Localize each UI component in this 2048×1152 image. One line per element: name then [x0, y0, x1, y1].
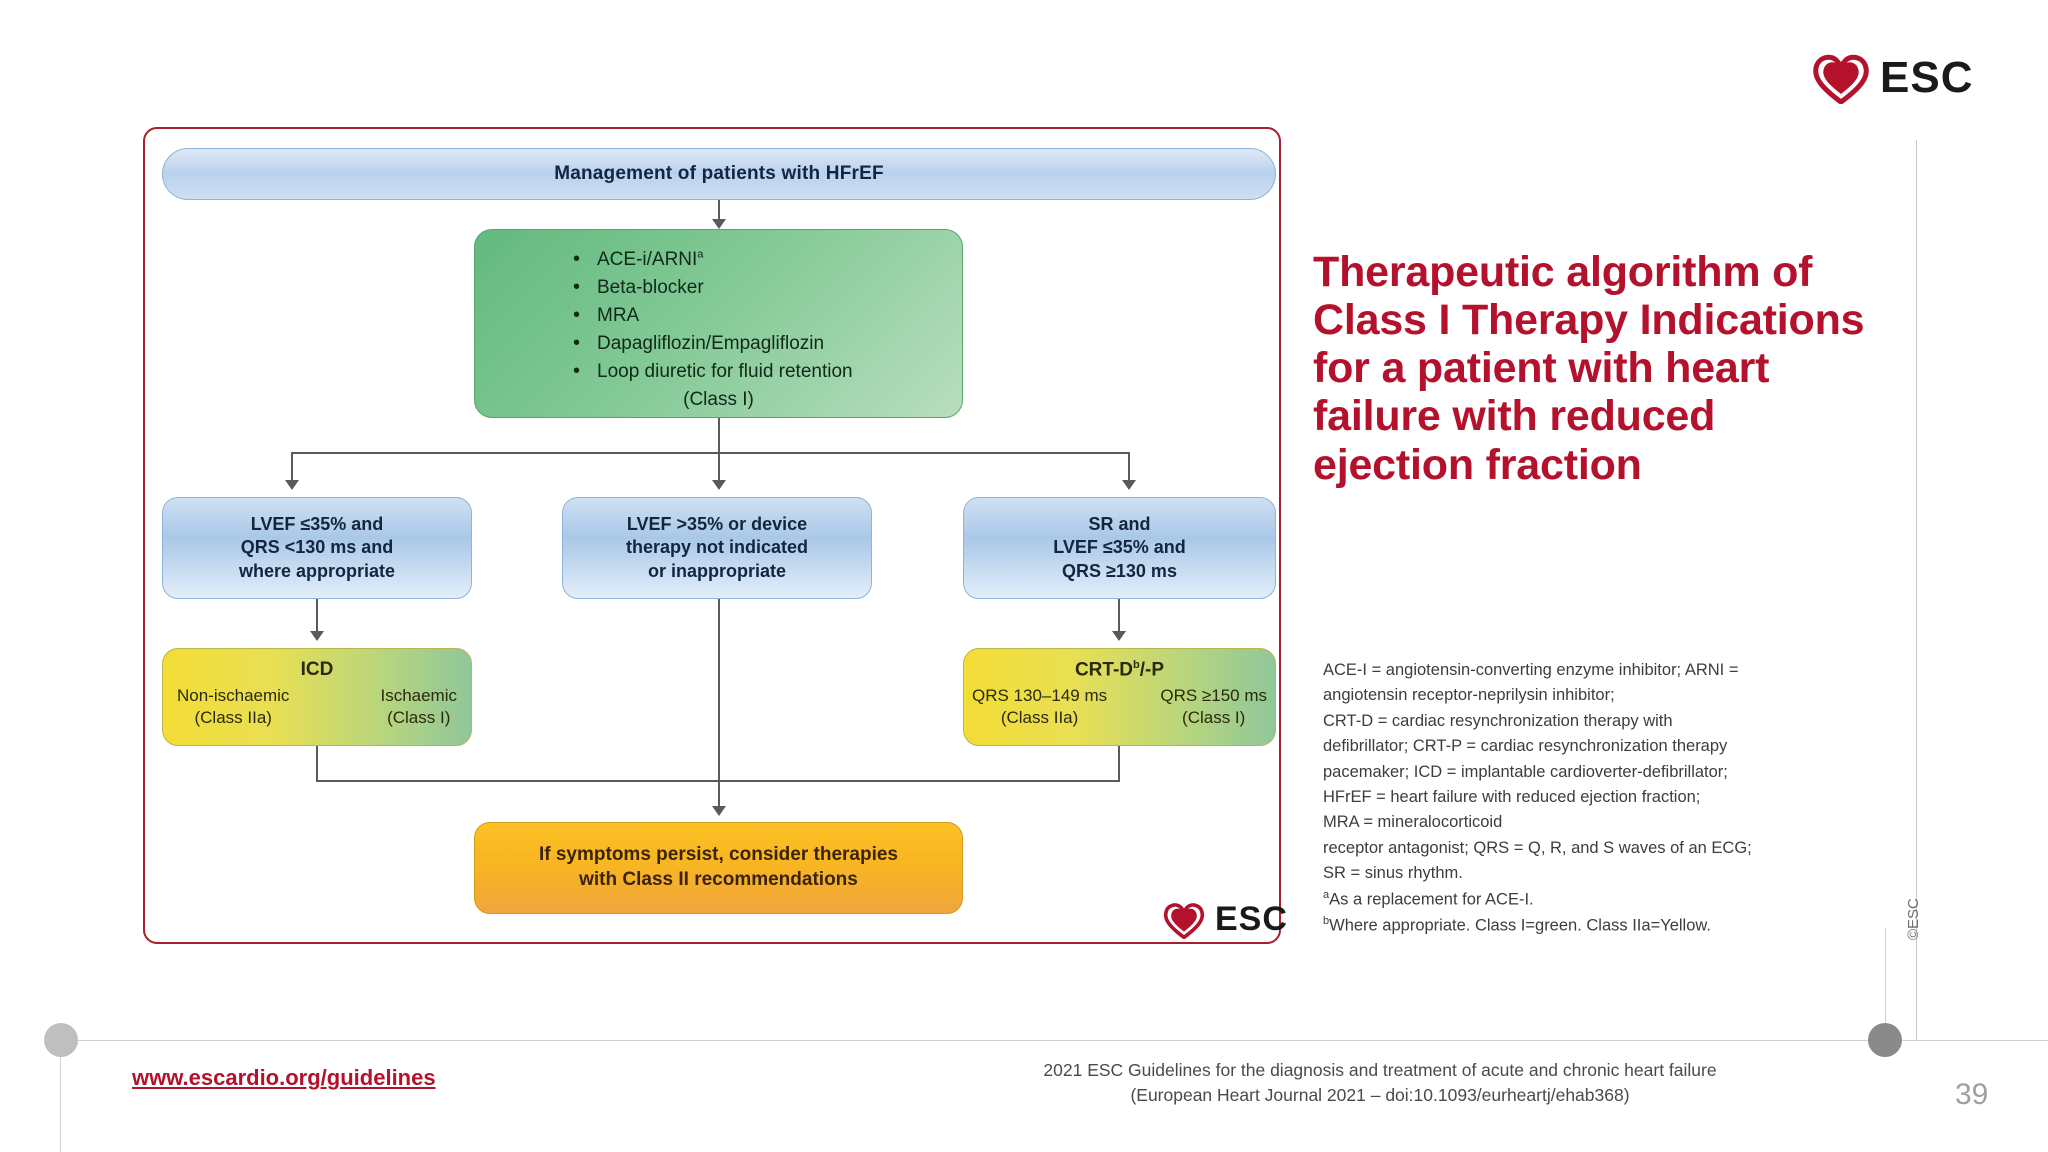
abbreviations-legend: ACE-I = angiotensin-converting enzyme in…	[1323, 658, 1883, 938]
icd-nonischaemic-class: (Class IIa)	[194, 707, 272, 727]
legend-footnote-b: bWhere appropriate. Class I=green. Class…	[1323, 914, 1711, 935]
connector-therapy-stem	[718, 418, 720, 452]
connector-merge-stem	[718, 780, 720, 808]
legend-footnote-a: aAs a replacement for ACE-I.	[1323, 888, 1534, 909]
node-crt: CRT-Db/-P QRS 130–149 ms (Class IIa) QRS…	[963, 648, 1276, 746]
escardio-guidelines-link[interactable]: www.escardio.org/guidelines	[132, 1065, 436, 1090]
footer-dot-left	[44, 1023, 78, 1057]
connector-branch-right	[1128, 452, 1130, 482]
footer-dot-right	[1868, 1023, 1902, 1057]
arrow-to-criteria-3	[1122, 480, 1136, 490]
legend-line: MRA = mineralocorticoid	[1323, 813, 1503, 832]
connector-branch-bar	[291, 452, 1129, 454]
title-line: Therapeutic algorithm of	[1313, 248, 1813, 296]
criteria-line: QRS <130 ms and	[240, 537, 394, 558]
crt-right-label: QRS ≥150 ms	[1160, 686, 1267, 706]
esc-logo-diagram: ESC	[1163, 900, 1288, 940]
icd-nonischaemic-label: Non-ischaemic	[177, 686, 290, 705]
crt-right-class: (Class I)	[1182, 708, 1246, 728]
crt-qrs-130-149: QRS 130–149 ms (Class IIa)	[972, 685, 1107, 729]
connector-criteria1-to-icd	[316, 599, 318, 633]
footer-tick-left	[60, 1040, 61, 1152]
esc-heart-icon	[1163, 901, 1205, 940]
title-line: for a patient with heart	[1313, 344, 1770, 393]
page-title: Therapeutic algorithm of Class I Therapy…	[1313, 248, 1913, 489]
criteria-line: QRS ≥130 ms	[1062, 560, 1177, 581]
connector-branch-mid	[718, 452, 720, 482]
page-number: 39	[1955, 1078, 1989, 1111]
arrow-to-criteria-2	[712, 480, 726, 490]
node-criteria-no-device: LVEF >35% or device therapy not indicate…	[562, 497, 872, 599]
legend-line: SR = sinus rhythm.	[1323, 864, 1463, 883]
citation: 2021 ESC Guidelines for the diagnosis an…	[1020, 1058, 1740, 1109]
node-class-i-therapies: ACE-i/ARNIa Beta-blocker MRA Dapaglifloz…	[474, 229, 963, 418]
criteria-line: LVEF >35% or device	[626, 513, 808, 534]
arrow-to-criteria-1	[285, 480, 299, 490]
legend-line: receptor antagonist; QRS = Q, R, and S w…	[1323, 838, 1752, 857]
legend-line: defibrillator; CRT-P = cardiac resynchro…	[1323, 737, 1728, 756]
connector-criteria2-down	[718, 599, 720, 780]
legend-line: ACE-I = angiotensin-converting enzyme in…	[1323, 661, 1739, 679]
vertical-divider	[1916, 140, 1917, 1040]
criteria-line: therapy not indicated	[625, 537, 809, 558]
footer-divider	[60, 1040, 2048, 1041]
esc-wordmark: ESC	[1215, 900, 1288, 938]
crt-left-class: (Class IIa)	[1000, 708, 1079, 728]
esc-logo-header: ESC	[1812, 52, 1974, 106]
criteria-line: SR and	[1088, 513, 1151, 534]
criteria-line: or inappropriate	[647, 560, 786, 581]
crt-title: CRT-Db/-P	[1074, 659, 1165, 681]
footnote-a-text: As a replacement for ACE-I.	[1329, 890, 1534, 909]
outcome-line: If symptoms persist, consider therapies	[538, 844, 898, 866]
icd-nonischaemic: Non-ischaemic (Class IIa)	[177, 685, 289, 729]
node-criteria-crt: SR and LVEF ≤35% and QRS ≥130 ms	[963, 497, 1276, 599]
copyright-esc: ©ESC	[1905, 898, 1922, 940]
therapy-item: Beta-blocker	[571, 273, 962, 303]
esc-wordmark: ESC	[1880, 53, 1974, 102]
title-line: Class I Therapy Indications	[1313, 296, 1865, 345]
citation-line: (European Heart Journal 2021 – doi:10.10…	[1130, 1085, 1630, 1106]
criteria-line: LVEF ≤35% and	[1053, 537, 1186, 558]
arrow-top-to-therapy	[712, 219, 726, 229]
node-label: Management of patients with HFrEF	[554, 163, 884, 184]
legend-line: CRT-D = cardiac resynchronization therap…	[1323, 711, 1673, 730]
therapy-bullet-list: ACE-i/ARNIa Beta-blocker MRA Dapaglifloz…	[571, 245, 962, 387]
crt-qrs-150: QRS ≥150 ms (Class I)	[1160, 685, 1267, 729]
esc-heart-icon	[1812, 52, 1870, 106]
therapy-label: ACE-i/ARNIa	[597, 248, 704, 270]
citation-line: 2021 ESC Guidelines for the diagnosis an…	[1043, 1060, 1717, 1080]
legend-line: angiotensin receptor-neprilysin inhibito…	[1323, 686, 1615, 705]
crt-left-label: QRS 130–149 ms	[972, 686, 1108, 706]
icd-ischaemic-class: (Class I)	[387, 707, 451, 727]
arrow-to-crt	[1112, 631, 1126, 641]
therapy-class-line: (Class I)	[683, 388, 754, 410]
legend-line: HFrEF = heart failure with reduced eject…	[1323, 788, 1701, 807]
node-criteria-icd: LVEF ≤35% and QRS <130 ms and where appr…	[162, 497, 472, 599]
icd-ischaemic-label: Ischaemic	[380, 686, 457, 705]
arrow-to-outcome	[712, 806, 726, 816]
icd-ischaemic: Ischaemic (Class I)	[380, 685, 457, 729]
outcome-line: with Class II recommendations	[579, 869, 858, 890]
therapy-item: ACE-i/ARNIa	[571, 245, 962, 275]
criteria-line: LVEF ≤35% and	[250, 513, 384, 534]
node-class-ii-recommendations: If symptoms persist, consider therapies …	[474, 822, 963, 914]
node-icd: ICD Non-ischaemic (Class IIa) Ischaemic …	[162, 648, 472, 746]
title-line: failure with reduced	[1313, 392, 1716, 441]
node-management-hfref: Management of patients with HFrEF	[162, 148, 1276, 200]
connector-branch-left	[291, 452, 293, 482]
icd-title: ICD	[300, 659, 334, 680]
title-line: ejection fraction	[1313, 440, 1642, 489]
connector-crt-down	[1118, 746, 1120, 780]
criteria-line: where appropriate	[238, 560, 396, 581]
legend-line: pacemaker; ICD = implantable cardioverte…	[1323, 762, 1728, 781]
footnote-b-text: Where appropriate. Class I=green. Class …	[1329, 916, 1711, 935]
therapy-item: Loop diuretic for fluid retention	[571, 357, 962, 387]
arrow-to-icd	[310, 631, 324, 641]
connector-criteria3-to-crt	[1118, 599, 1120, 633]
connector-icd-down	[316, 746, 318, 780]
therapy-item: Dapagliflozin/Empagliflozin	[571, 329, 962, 359]
therapy-item: MRA	[571, 301, 962, 331]
footer-tick-right	[1885, 928, 1886, 1040]
connector-top-to-therapy	[718, 200, 720, 222]
